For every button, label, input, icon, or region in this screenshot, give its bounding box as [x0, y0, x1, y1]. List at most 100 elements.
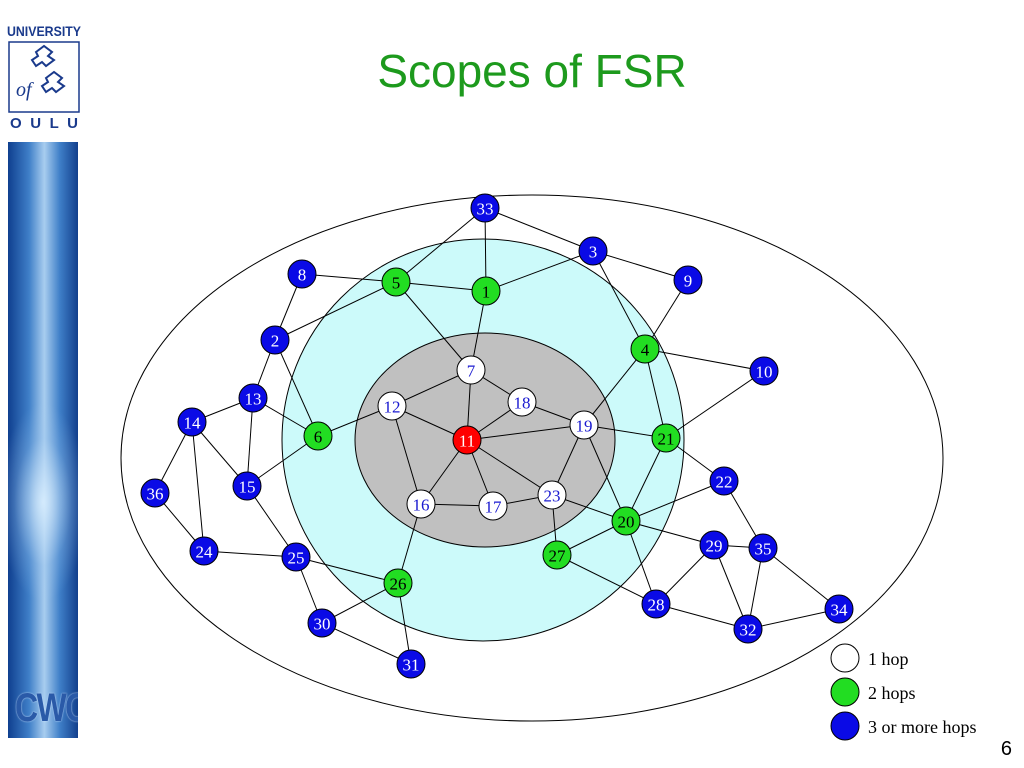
edge-8-5 — [301, 273, 397, 283]
node-label-22: 22 — [716, 473, 733, 492]
node-circle-14 — [177, 407, 207, 437]
node-label-31: 31 — [403, 656, 420, 675]
node-label-36: 36 — [147, 485, 164, 504]
node-27: 27 — [542, 540, 572, 570]
node-circle-29 — [699, 530, 729, 560]
legend-marker-two-hops — [830, 677, 860, 707]
legend-label-two-hops: 2 hops — [868, 683, 916, 703]
node-circle-10 — [749, 356, 779, 386]
node-label-23: 23 — [544, 487, 561, 506]
node-34: 34 — [824, 594, 854, 624]
node-circle-6 — [303, 421, 333, 451]
edge-4-21 — [644, 348, 667, 439]
node-circle-17 — [478, 491, 508, 521]
node-20: 20 — [611, 506, 641, 536]
node-4: 4 — [630, 334, 660, 364]
node-circle-16 — [406, 489, 436, 519]
edge-3-4 — [592, 250, 646, 350]
node-circle-3 — [578, 236, 608, 266]
node-circle-1 — [471, 276, 501, 306]
edge-35-34 — [762, 547, 840, 610]
edge-11-23 — [466, 439, 553, 496]
node-circle-18 — [507, 387, 537, 417]
node-9: 9 — [673, 265, 703, 295]
edge-19-11 — [466, 424, 585, 441]
node-29: 29 — [699, 530, 729, 560]
node-label-9: 9 — [684, 272, 693, 291]
edge-29-32 — [713, 544, 749, 630]
node-label-3: 3 — [589, 243, 598, 262]
outer-scope-ellipse — [120, 194, 944, 722]
node-30: 30 — [307, 608, 337, 638]
node-circle-28 — [641, 589, 671, 619]
node-16: 16 — [406, 489, 436, 519]
node-circle-7 — [456, 355, 486, 385]
cwc-logo: CWC — [15, 686, 78, 730]
node-label-4: 4 — [641, 341, 650, 360]
node-label-24: 24 — [196, 543, 214, 562]
node-label-6: 6 — [314, 428, 323, 447]
node-circle-9 — [673, 265, 703, 295]
edge-4-10 — [644, 348, 765, 372]
legend: 1 hop 2 hops 3 or more hops — [830, 643, 976, 741]
node-label-8: 8 — [298, 266, 307, 285]
node-33: 33 — [470, 193, 500, 223]
edge-30-31 — [321, 622, 412, 665]
edge-2-6 — [274, 339, 319, 437]
node-label-12: 12 — [384, 398, 401, 417]
node-12: 12 — [377, 391, 407, 421]
node-label-1: 1 — [482, 283, 491, 302]
node-circle-8 — [287, 259, 317, 289]
node-31: 31 — [396, 649, 426, 679]
node-circle-32 — [733, 614, 763, 644]
edge-22-20 — [625, 480, 725, 522]
legend-marker-three-plus — [830, 711, 860, 741]
node-circle-34 — [824, 594, 854, 624]
node-18: 18 — [507, 387, 537, 417]
node-label-35: 35 — [755, 540, 772, 559]
edge-20-28 — [625, 520, 657, 605]
node-label-17: 17 — [485, 498, 503, 517]
edge-3-1 — [485, 250, 594, 292]
node-label-19: 19 — [576, 417, 593, 436]
node-label-32: 32 — [740, 621, 757, 640]
edge-13-15 — [246, 397, 254, 487]
node-24: 24 — [189, 536, 219, 566]
node-3: 3 — [578, 236, 608, 266]
node-circle-24 — [189, 536, 219, 566]
legend-marker-one-hop — [830, 643, 860, 673]
edge-28-32 — [655, 603, 749, 630]
node-label-29: 29 — [706, 537, 723, 556]
node-35: 35 — [748, 533, 778, 563]
svg-text:of: of — [16, 79, 34, 101]
legend-label-three-plus: 3 or more hops — [868, 717, 976, 737]
node-label-15: 15 — [239, 478, 256, 497]
node-circle-21 — [651, 423, 681, 453]
node-8: 8 — [287, 259, 317, 289]
edge-14-24 — [191, 421, 205, 552]
edge-12-16 — [391, 405, 422, 505]
node-label-27: 27 — [549, 547, 567, 566]
node-circle-5 — [381, 267, 411, 297]
node-circle-13 — [238, 383, 268, 413]
node-circle-23 — [537, 480, 567, 510]
node-23: 23 — [537, 480, 567, 510]
node-label-25: 25 — [288, 549, 305, 568]
edge-5-7 — [395, 281, 472, 371]
node-26: 26 — [383, 568, 413, 598]
node-label-18: 18 — [514, 394, 531, 413]
node-14: 14 — [177, 407, 207, 437]
node-label-26: 26 — [390, 575, 407, 594]
node-label-34: 34 — [831, 601, 849, 620]
edge-10-21 — [665, 370, 765, 439]
node-circle-25 — [281, 542, 311, 572]
node-6: 6 — [303, 421, 333, 451]
node-circle-2 — [260, 325, 290, 355]
node-17: 17 — [478, 491, 508, 521]
edge-19-20 — [583, 424, 627, 522]
node-28: 28 — [641, 589, 671, 619]
edge-27-28 — [556, 554, 657, 605]
node-36: 36 — [140, 478, 170, 508]
